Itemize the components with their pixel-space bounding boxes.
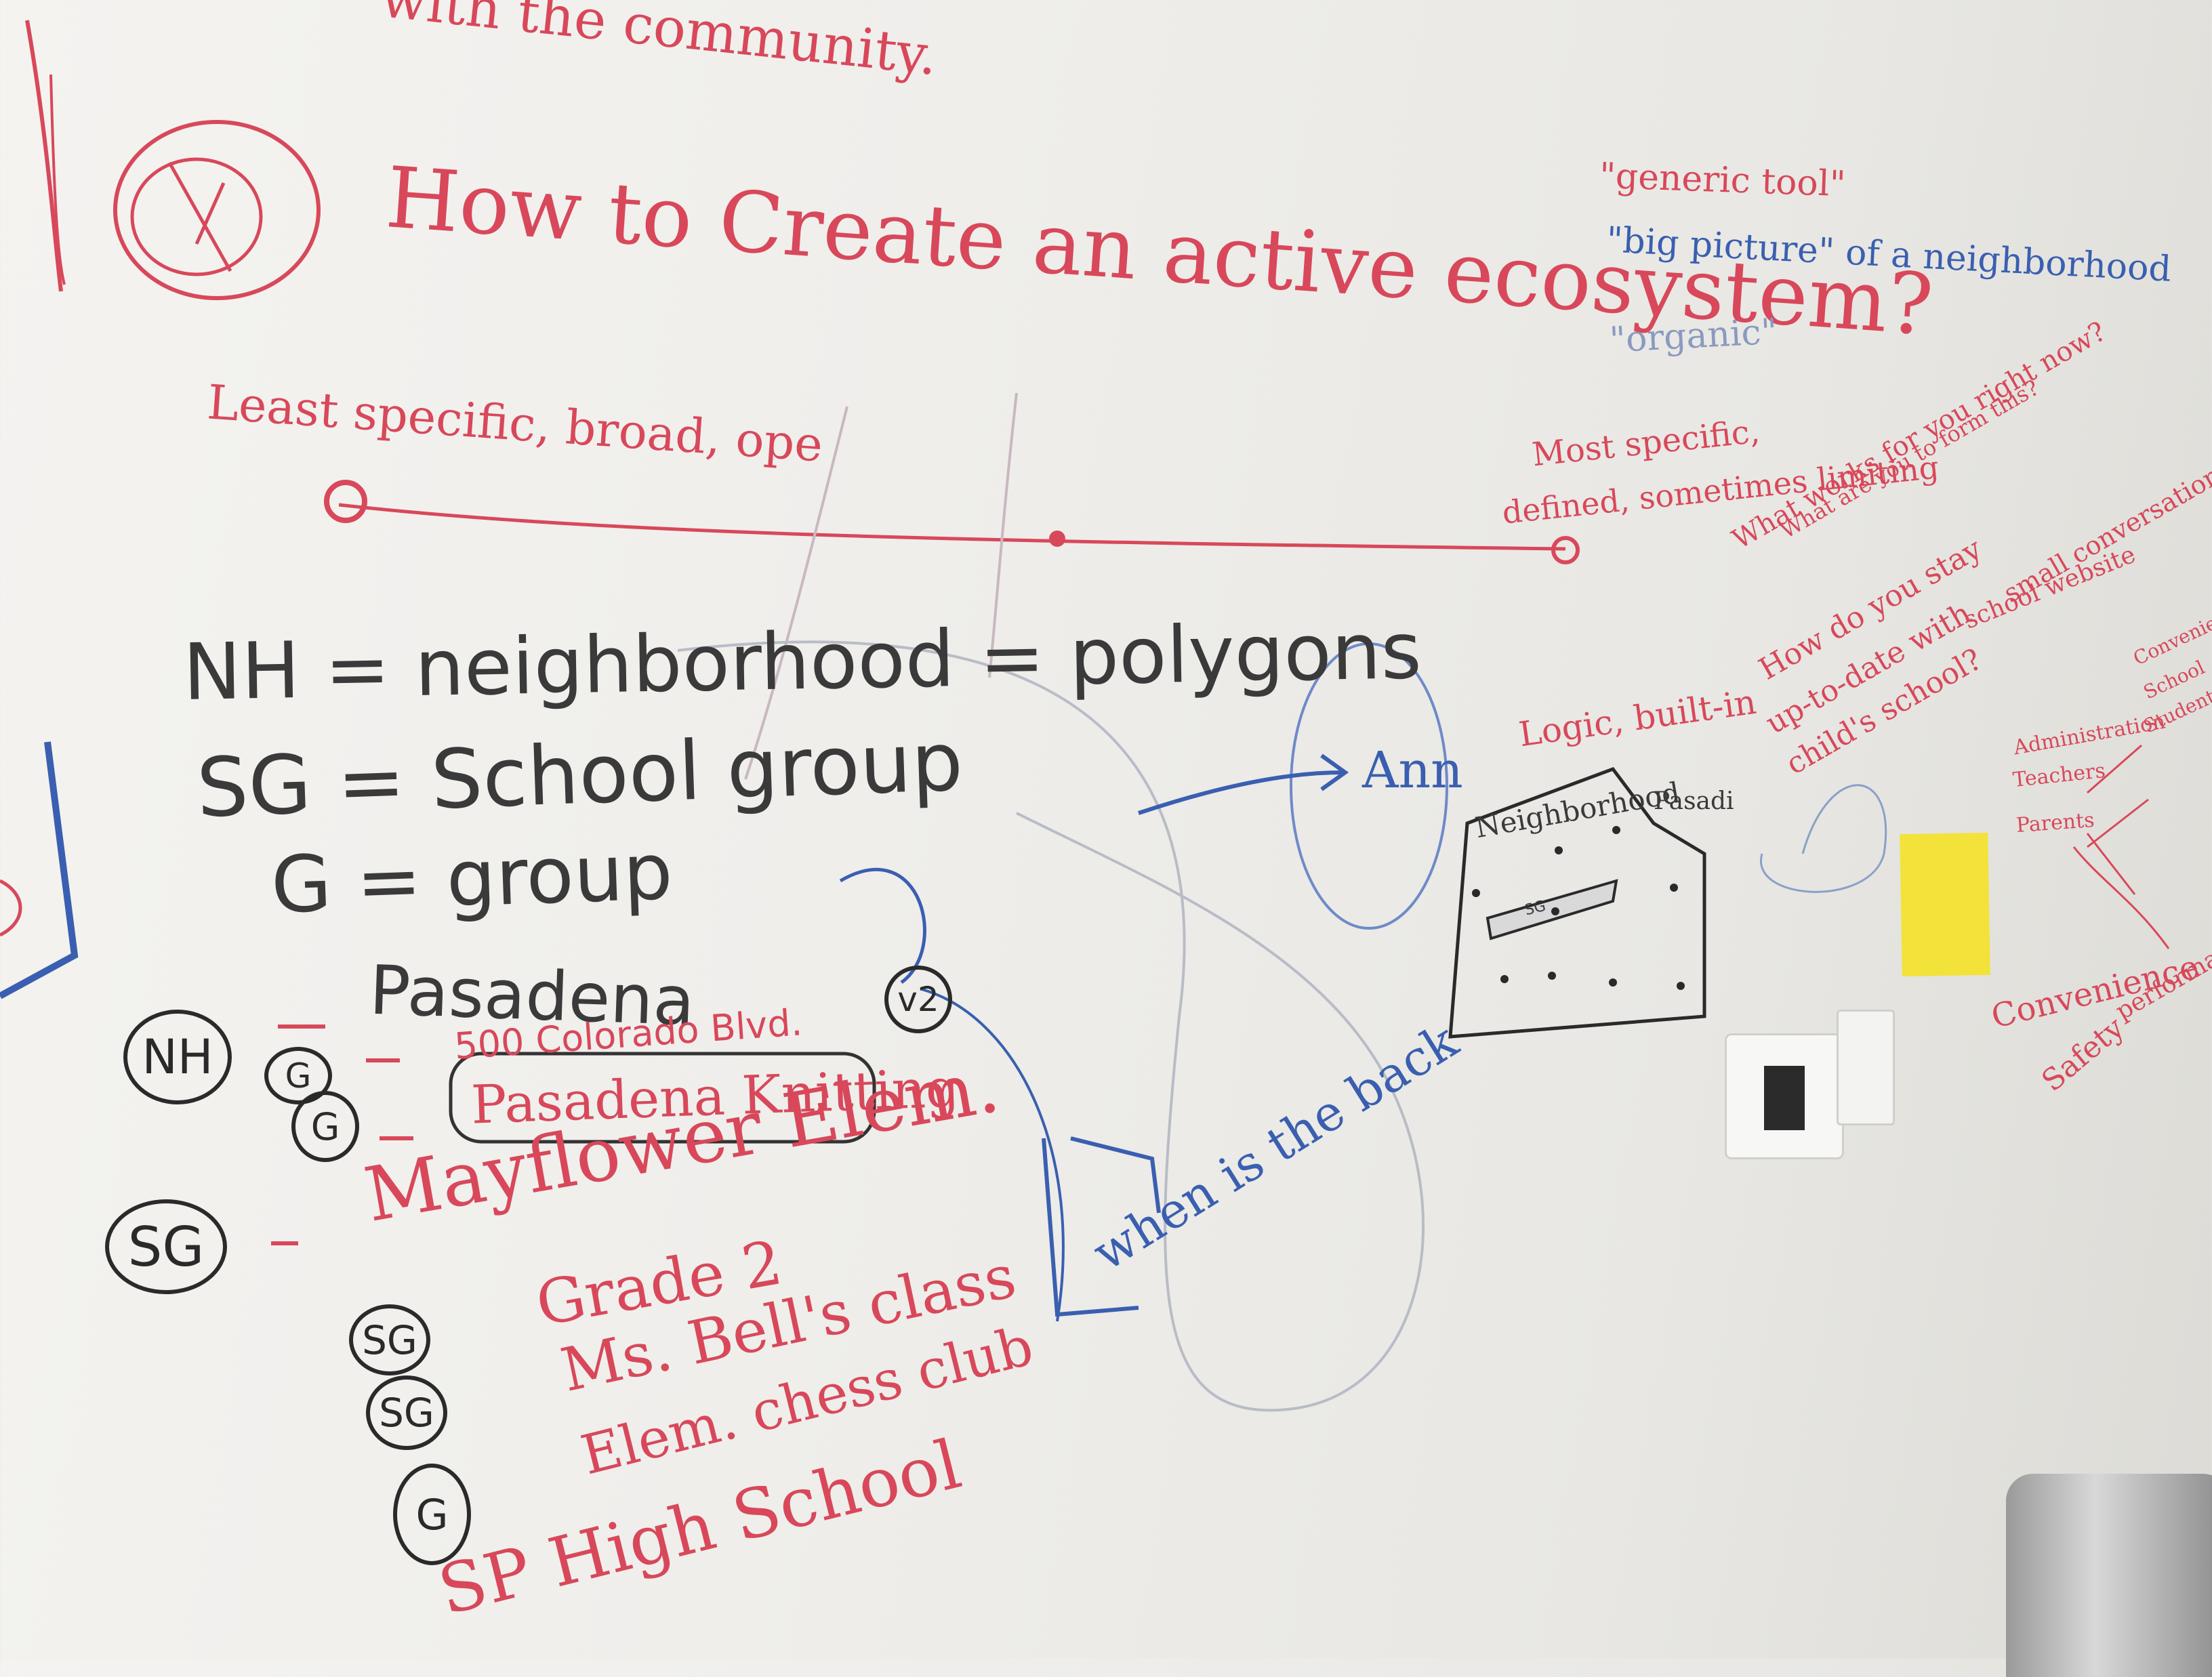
g-circle-badge-2: G: [291, 1091, 359, 1162]
sg-circle-badge-3: SG: [366, 1375, 447, 1450]
trash-can: [2006, 1474, 2212, 1677]
nh-circle-badge: NH: [123, 1010, 232, 1104]
sg-circle-badge-1: SG: [105, 1199, 227, 1294]
g-definition: G = group: [270, 833, 674, 926]
parents-item: Parents: [2015, 810, 2095, 836]
pasadena-right-label: Pasadi: [1654, 789, 1734, 814]
nh-definition: NH = neighborhood = polygons: [182, 613, 1422, 712]
generic-tool-note: "generic tool": [1599, 159, 1846, 203]
sg-circle-badge-2: SG: [349, 1304, 430, 1375]
sticky-note: [1900, 833, 1990, 976]
organic-note: "organic": [1609, 314, 1778, 358]
wall-switch-plate: [1837, 1010, 1895, 1125]
wall-thermostat: [1725, 1033, 1844, 1159]
ann-label: Ann: [1362, 745, 1463, 795]
v2-circle-badge: v2: [884, 966, 952, 1033]
thermostat-screen: [1764, 1066, 1805, 1130]
